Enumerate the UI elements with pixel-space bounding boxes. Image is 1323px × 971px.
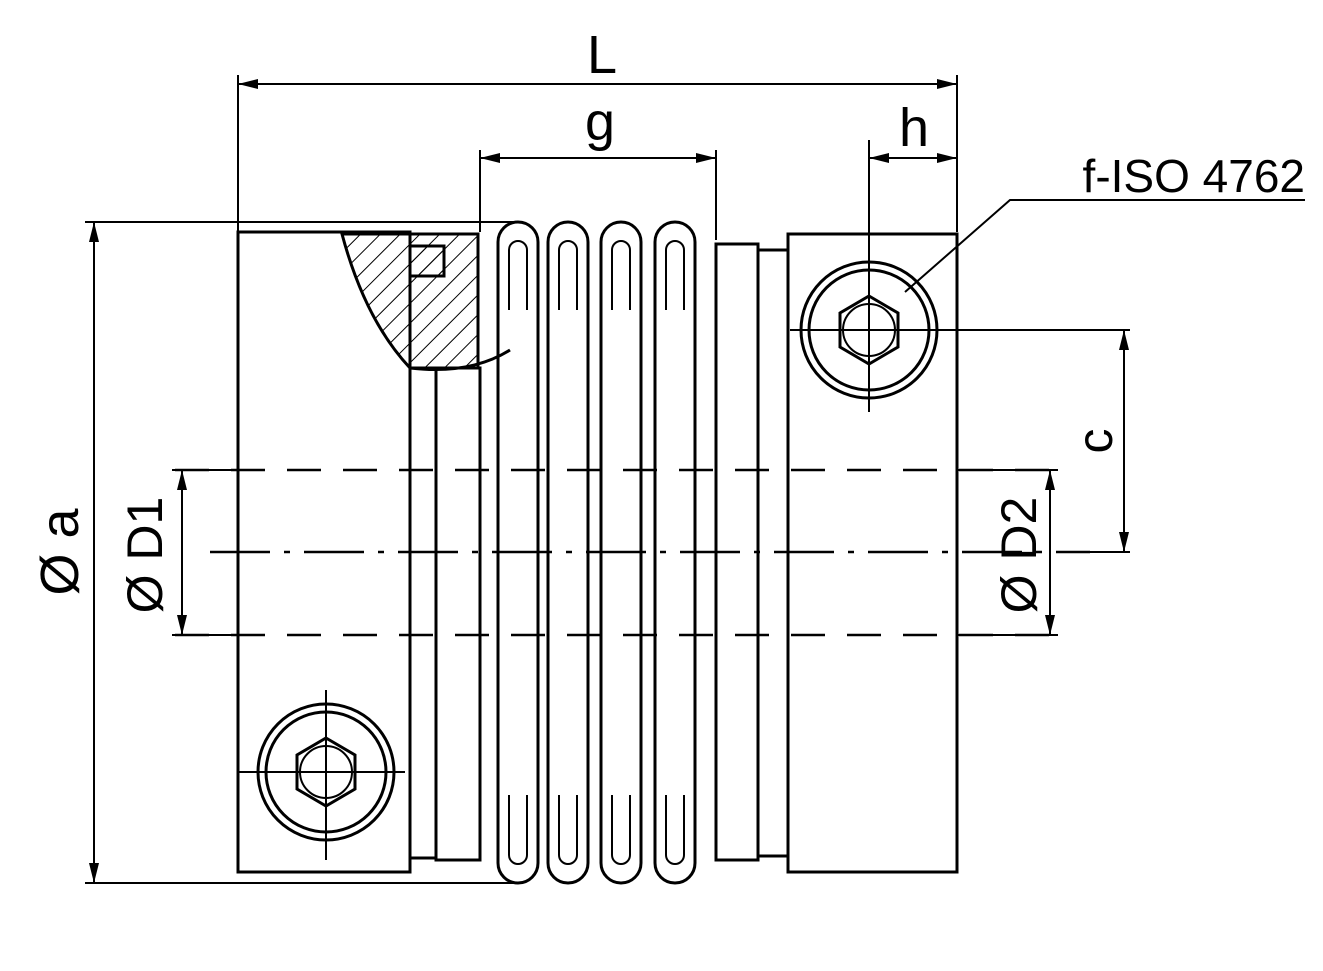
screw-leader	[904, 199, 1305, 293]
dim-label-g: g	[585, 92, 615, 152]
clamp-screw-left	[238, 690, 405, 860]
bellows-fold	[508, 240, 528, 865]
bellows-fold	[558, 240, 578, 865]
bellows-convolution	[653, 220, 697, 885]
dimension-lines	[89, 79, 1129, 883]
bellows	[496, 220, 697, 885]
screw-spec-label: f-ISO 4762	[1083, 150, 1305, 202]
clamp-screw-right	[790, 250, 950, 412]
dim-label-h: h	[899, 98, 929, 158]
dim-label-L: L	[587, 25, 617, 85]
bellows-convolution	[546, 220, 590, 885]
bellows-convolution	[599, 220, 643, 885]
bellows-fold	[611, 240, 631, 865]
bellows-convolution	[496, 220, 540, 885]
dim-label-a: Ø a	[30, 508, 90, 596]
key-insert	[408, 244, 446, 278]
dim-label-c: c	[1067, 429, 1123, 454]
dim-label-D1: Ø D1	[117, 497, 173, 614]
bellows-fold	[665, 240, 685, 865]
dim-label-D2: Ø D2	[991, 497, 1047, 614]
bore-lines	[175, 468, 1090, 637]
extension-lines	[85, 75, 1130, 884]
